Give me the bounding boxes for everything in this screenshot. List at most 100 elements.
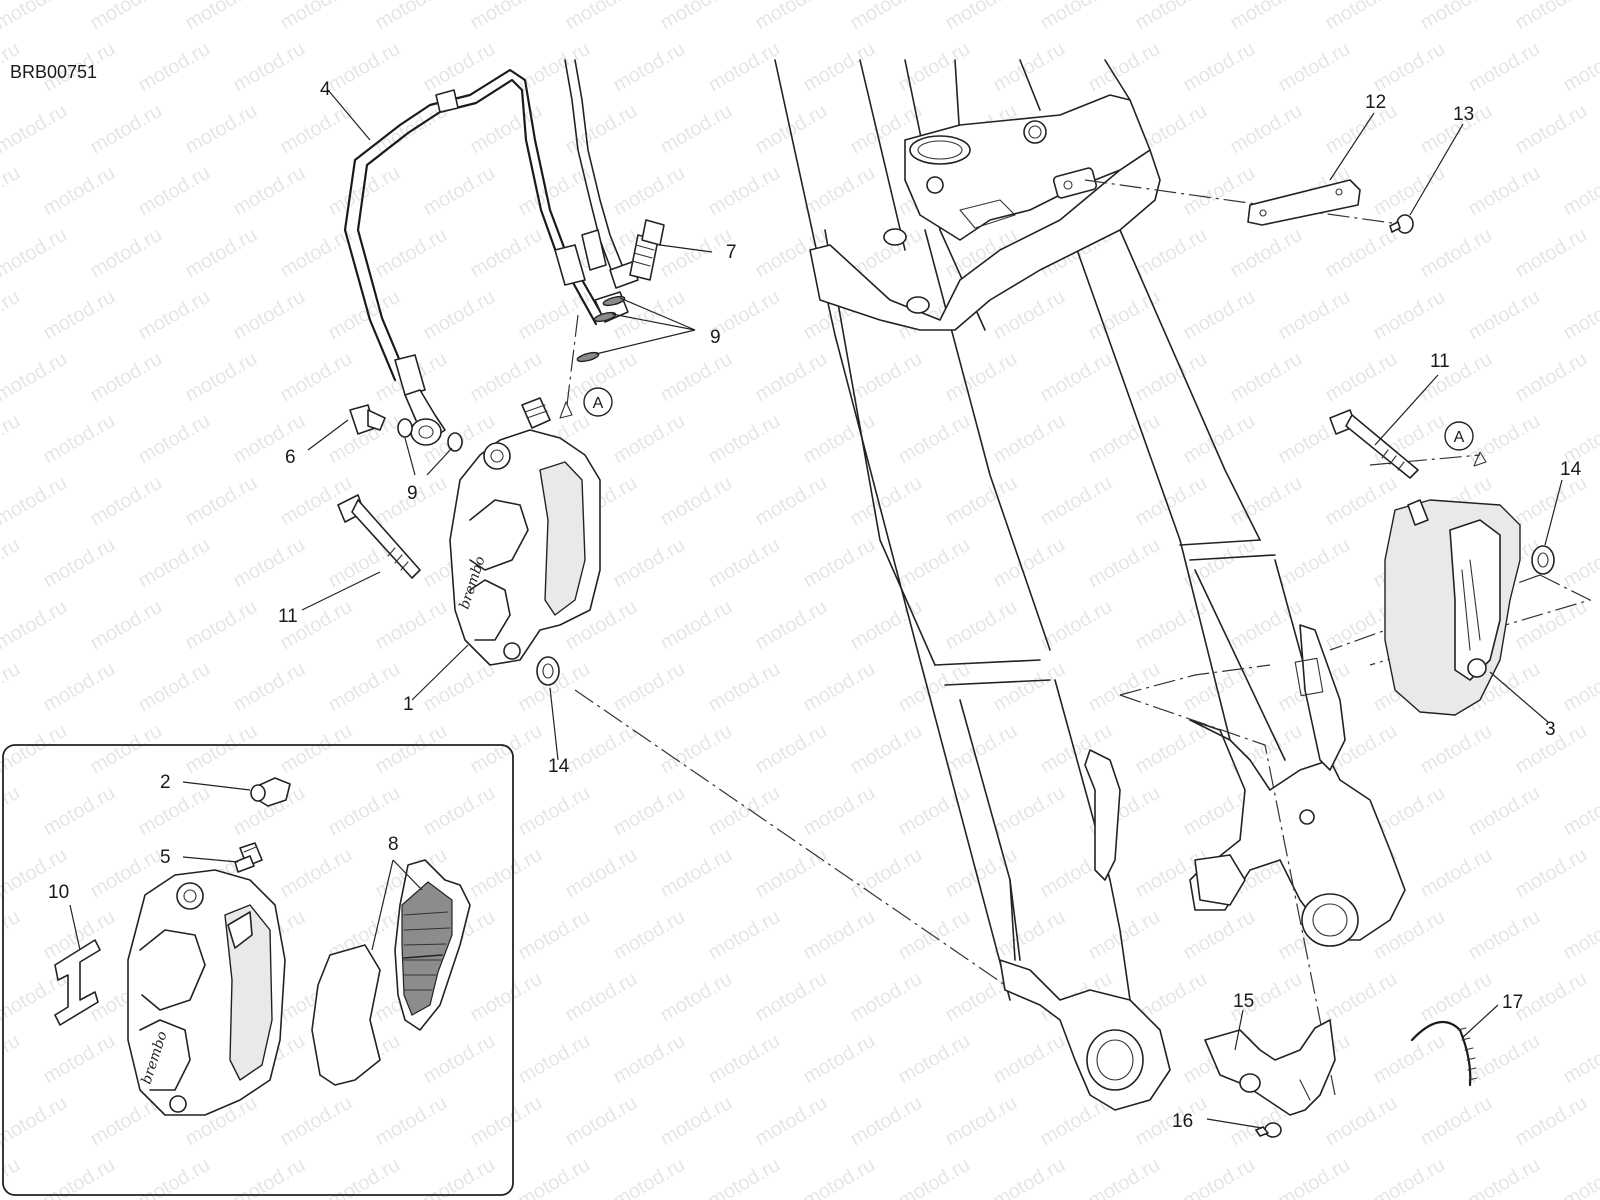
watermark-text: motod.ru bbox=[515, 162, 594, 221]
watermark-text: motod.ru bbox=[40, 1154, 119, 1200]
watermark-text: motod.ru bbox=[0, 224, 71, 283]
watermark-text: motod.ru bbox=[230, 286, 309, 345]
watermark-text: motod.ru bbox=[1037, 472, 1116, 531]
watermark-text: motod.ru bbox=[990, 38, 1069, 97]
bleed-screw-6 bbox=[349, 404, 386, 435]
watermark-text: motod.ru bbox=[1465, 286, 1544, 345]
watermark-text: motod.ru bbox=[182, 224, 261, 283]
watermark-text: motod.ru bbox=[1227, 596, 1306, 655]
watermark-text: motod.ru bbox=[657, 100, 736, 159]
watermark-text: motod.ru bbox=[0, 1092, 71, 1151]
watermark-text: motod.ru bbox=[1560, 1154, 1600, 1200]
watermark-text: motod.ru bbox=[705, 38, 784, 97]
watermark-text: motod.ru bbox=[1275, 286, 1354, 345]
watermark-text: motod.ru bbox=[40, 286, 119, 345]
callout-3: 3 bbox=[1545, 719, 1556, 740]
watermark-text: motod.ru bbox=[277, 1092, 356, 1151]
watermark-text: motod.ru bbox=[1370, 1154, 1449, 1200]
watermark-text: motod.ru bbox=[895, 1030, 974, 1089]
watermark-text: motod.ru bbox=[0, 0, 71, 34]
watermark-text: motod.ru bbox=[1275, 534, 1354, 593]
callout-9-upper: 9 bbox=[710, 327, 721, 348]
watermark-text: motod.ru bbox=[0, 472, 71, 531]
watermark-text: motod.ru bbox=[515, 906, 594, 965]
watermark-text: motod.ru bbox=[1417, 844, 1496, 903]
callout-4: 4 bbox=[320, 79, 331, 100]
watermark-text: motod.ru bbox=[420, 1030, 499, 1089]
watermark-text: motod.ru bbox=[990, 1030, 1069, 1089]
callout-numbers: 4 7 9 6 9 11 1 14 12 13 11 14 3 2 5 8 10… bbox=[48, 79, 1582, 1132]
watermark-text: motod.ru bbox=[1180, 410, 1259, 469]
watermark-text: motod.ru bbox=[135, 1154, 214, 1200]
watermark-text: motod.ru bbox=[610, 658, 689, 717]
watermark-text: motod.ru bbox=[515, 286, 594, 345]
callout-11-left: 11 bbox=[278, 606, 298, 627]
watermark-text: motod.ru bbox=[372, 720, 451, 779]
watermark-text: motod.ru bbox=[1512, 224, 1591, 283]
watermark-text: motod.ru bbox=[657, 844, 736, 903]
callout-14-left: 14 bbox=[548, 756, 570, 777]
callout-12: 12 bbox=[1365, 92, 1386, 113]
watermark-text: motod.ru bbox=[752, 348, 831, 407]
watermark-text: motod.ru bbox=[420, 782, 499, 841]
watermark-text: motod.ru bbox=[1132, 720, 1211, 779]
reference-mark-a-right: A bbox=[1444, 421, 1487, 467]
watermark-text: motod.ru bbox=[1417, 720, 1496, 779]
watermark-text: motod.ru bbox=[0, 410, 24, 469]
watermark-text: motod.ru bbox=[705, 782, 784, 841]
watermark-text: motod.ru bbox=[800, 658, 879, 717]
watermark-text: motod.ru bbox=[182, 472, 261, 531]
watermark-text: motod.ru bbox=[657, 1092, 736, 1151]
watermark-text: motod.ru bbox=[1560, 162, 1600, 221]
watermark-text: motod.ru bbox=[1227, 472, 1306, 531]
watermark-text: motod.ru bbox=[1085, 286, 1164, 345]
watermark-text: motod.ru bbox=[230, 1154, 309, 1200]
watermark-text: motod.ru bbox=[705, 1154, 784, 1200]
watermark-text: motod.ru bbox=[847, 844, 926, 903]
watermark-text: motod.ru bbox=[1465, 782, 1544, 841]
watermark-text: motod.ru bbox=[1560, 286, 1600, 345]
watermark-text: motod.ru bbox=[1132, 224, 1211, 283]
watermark-text: motod.ru bbox=[1132, 348, 1211, 407]
detail-inset-panel: brembo bbox=[2, 744, 514, 1196]
watermark-text: motod.ru bbox=[800, 1154, 879, 1200]
watermark-text: motod.ru bbox=[372, 596, 451, 655]
watermark-text: motod.ru bbox=[1512, 1092, 1591, 1151]
watermark-text: motod.ru bbox=[800, 534, 879, 593]
watermark-text: motod.ru bbox=[277, 0, 356, 34]
reference-mark-a-left-label: A bbox=[593, 395, 604, 412]
watermark-text: motod.ru bbox=[420, 162, 499, 221]
watermark-text: motod.ru bbox=[1370, 38, 1449, 97]
watermark-text: motod.ru bbox=[1370, 162, 1449, 221]
watermark-text: motod.ru bbox=[1560, 1030, 1600, 1089]
callout-8: 8 bbox=[388, 834, 399, 855]
watermark-text: motod.ru bbox=[1037, 0, 1116, 34]
watermark-text: motod.ru bbox=[515, 782, 594, 841]
watermark-text: motod.ru bbox=[847, 1092, 926, 1151]
watermark-text: motod.ru bbox=[895, 534, 974, 593]
watermark-text: motod.ru bbox=[562, 968, 641, 1027]
watermark-text: motod.ru bbox=[942, 1092, 1021, 1151]
watermark-text: motod.ru bbox=[610, 410, 689, 469]
watermark-text: motod.ru bbox=[1417, 348, 1496, 407]
callout-2: 2 bbox=[160, 772, 171, 793]
watermark-text: motod.ru bbox=[40, 162, 119, 221]
watermark-text: motod.ru bbox=[1180, 658, 1259, 717]
callout-1: 1 bbox=[403, 694, 414, 715]
watermark-text: motod.ru bbox=[1180, 162, 1259, 221]
watermark-text: motod.ru bbox=[1370, 1030, 1449, 1089]
watermark-text: motod.ru bbox=[40, 410, 119, 469]
watermark-text: motod.ru bbox=[1512, 596, 1591, 655]
watermark-text: motod.ru bbox=[0, 596, 71, 655]
watermark-text: motod.ru bbox=[230, 162, 309, 221]
screw-13 bbox=[1389, 214, 1414, 234]
watermark-text: motod.ru bbox=[562, 844, 641, 903]
watermark-text: motod.ru bbox=[1322, 0, 1401, 34]
watermark-text: motod.ru bbox=[40, 1030, 119, 1089]
watermark-text: motod.ru bbox=[467, 968, 546, 1027]
watermark-text: motod.ru bbox=[87, 100, 166, 159]
watermark-text: motod.ru bbox=[135, 286, 214, 345]
watermark-text: motod.ru bbox=[990, 782, 1069, 841]
brake-hose bbox=[343, 59, 639, 446]
